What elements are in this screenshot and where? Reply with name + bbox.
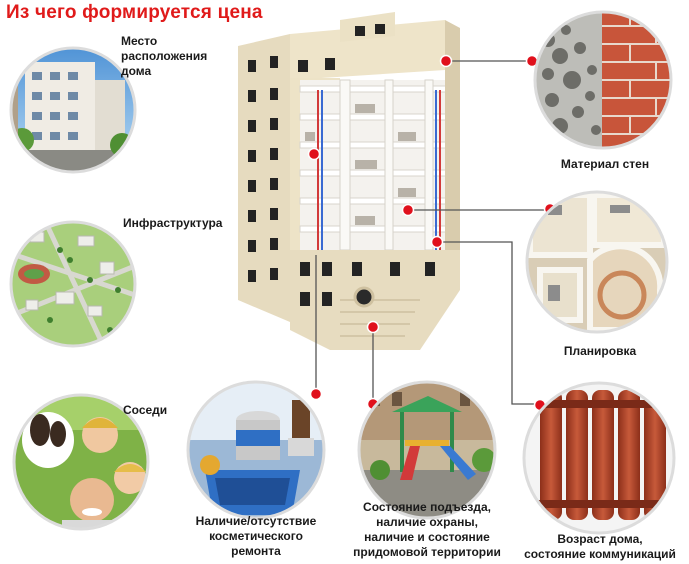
marker-entrance — [366, 320, 380, 334]
label-layout: Планировка — [545, 344, 655, 359]
label-repair: Наличие/отсутствие косметического ремонт… — [186, 514, 326, 559]
label-layout-line: Планировка — [563, 344, 637, 358]
infrastructure-image — [9, 220, 137, 348]
label-repair-line: ремонта — [231, 544, 281, 558]
neighbors-image — [12, 393, 150, 531]
label-infrastructure: Инфраструктура — [123, 216, 222, 231]
label-repair-line: Наличие/отсутствие — [195, 514, 317, 528]
layout-image — [525, 190, 669, 334]
label-entrance-line: Состояние подъезда, — [363, 500, 491, 514]
marker-repair-end — [309, 387, 323, 401]
building-illustration — [238, 12, 460, 350]
radiator-image — [522, 381, 676, 535]
label-infrastructure-line: Инфраструктура — [123, 216, 223, 230]
label-entrance-line: наличие и состояние — [364, 530, 490, 544]
label-location: Место расположения дома — [121, 34, 207, 79]
label-age-line: Возраст дома, — [557, 532, 643, 546]
marker-walls — [439, 54, 453, 68]
label-entrance-line: наличие охраны, — [376, 515, 478, 529]
marker-age — [430, 235, 444, 249]
label-entrance-line: придомовой территории — [353, 545, 501, 559]
entrance-image — [357, 380, 497, 520]
repair-image — [186, 380, 326, 520]
label-walls: Материал стен — [545, 157, 665, 172]
connector-lines — [315, 60, 549, 405]
label-neighbors: Соседи — [123, 403, 167, 418]
label-location-line: расположения — [121, 49, 208, 63]
label-age: Возраст дома, состояние коммуникаций — [514, 532, 686, 562]
label-location-line: Место — [121, 34, 158, 48]
walls-image — [533, 10, 673, 150]
label-repair-line: косметического — [209, 529, 303, 543]
marker-layout — [401, 203, 415, 217]
diagram-title: Из чего формируется цена — [6, 2, 263, 23]
label-entrance: Состояние подъезда, наличие охраны, нали… — [342, 500, 512, 560]
label-location-line: дома — [121, 64, 152, 78]
label-walls-line: Материал стен — [560, 157, 650, 171]
label-age-line: состояние коммуникаций — [524, 547, 676, 561]
marker-building-mid — [307, 147, 321, 161]
label-neighbors-line: Соседи — [123, 403, 168, 417]
